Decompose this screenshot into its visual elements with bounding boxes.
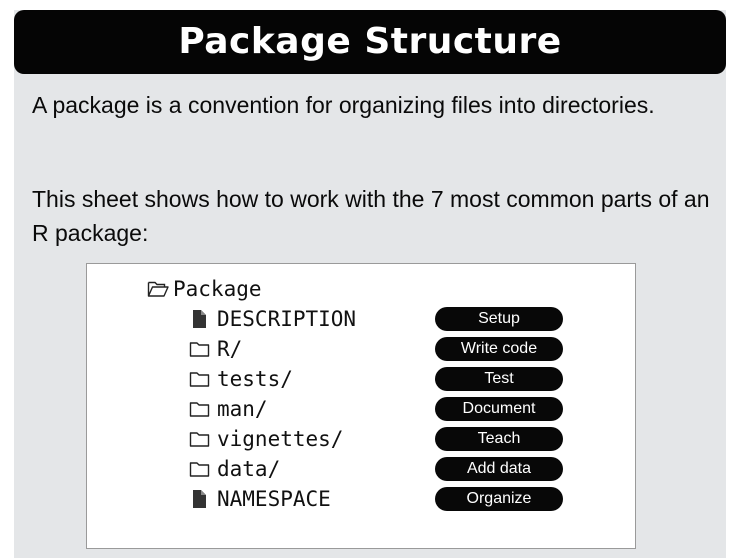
tree-root-label: Package bbox=[173, 277, 262, 301]
tree-item-tests: tests/ Test bbox=[87, 364, 635, 394]
tree-item-label: data/ bbox=[217, 457, 281, 481]
test-badge: Test bbox=[435, 367, 563, 391]
package-structure-panel: Package Structure A package is a convent… bbox=[14, 10, 726, 558]
write-code-badge: Write code bbox=[435, 337, 563, 361]
tree-item-label: vignettes/ bbox=[217, 427, 344, 451]
teach-badge: Teach bbox=[435, 427, 563, 451]
tree-item-r: R/ Write code bbox=[87, 334, 635, 364]
intro-paragraph-2: This sheet shows how to work with the 7 … bbox=[32, 186, 710, 246]
tree-item-vignettes: vignettes/ Teach bbox=[87, 424, 635, 454]
tree-item-namespace: NAMESPACE Organize bbox=[87, 484, 635, 514]
page-title: Package Structure bbox=[14, 10, 726, 74]
folder-icon bbox=[189, 369, 211, 389]
organize-badge: Organize bbox=[435, 487, 563, 511]
folder-open-icon bbox=[147, 279, 169, 299]
tree-item-label: DESCRIPTION bbox=[217, 307, 357, 331]
tree-item-man: man/ Document bbox=[87, 394, 635, 424]
folder-icon bbox=[189, 399, 211, 419]
package-tree: Package DESCRIPTION Setup R/ Write code bbox=[86, 263, 636, 549]
tree-root: Package bbox=[87, 274, 635, 304]
tree-item-description: DESCRIPTION Setup bbox=[87, 304, 635, 334]
document-badge: Document bbox=[435, 397, 563, 421]
folder-icon bbox=[189, 459, 211, 479]
tree-item-label: man/ bbox=[217, 397, 268, 421]
file-icon bbox=[189, 489, 211, 509]
tree-item-label: R/ bbox=[217, 337, 243, 361]
intro-paragraph-1: A package is a convention for organizing… bbox=[32, 92, 655, 118]
add-data-badge: Add data bbox=[435, 457, 563, 481]
tree-item-data: data/ Add data bbox=[87, 454, 635, 484]
folder-icon bbox=[189, 429, 211, 449]
tree-item-label: NAMESPACE bbox=[217, 487, 331, 511]
folder-icon bbox=[189, 339, 211, 359]
setup-badge: Setup bbox=[435, 307, 563, 331]
file-icon bbox=[189, 309, 211, 329]
tree-item-label: tests/ bbox=[217, 367, 293, 391]
